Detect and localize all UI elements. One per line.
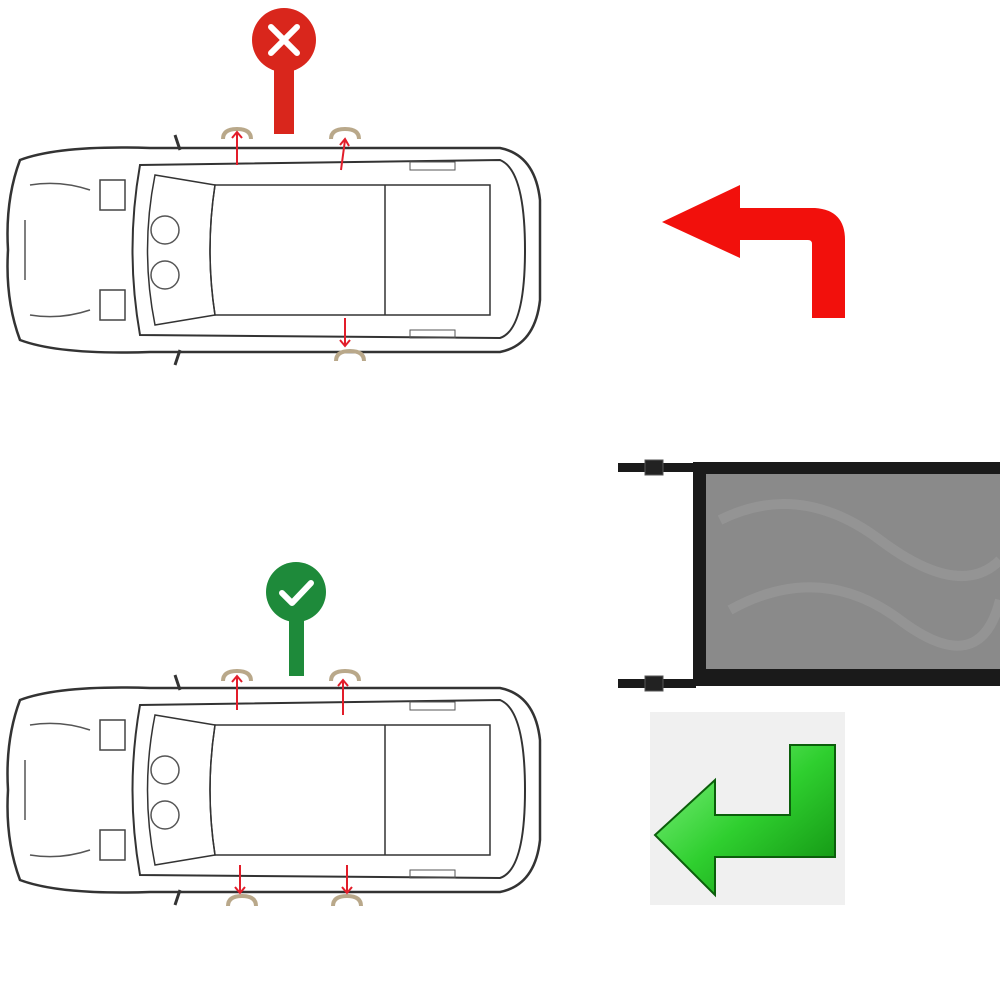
roof-handle (331, 894, 363, 908)
car-top-view (6, 673, 542, 907)
pull-arrows (231, 674, 353, 895)
check-mark-icon (279, 580, 314, 606)
pull-arrows (231, 130, 351, 348)
cargo-net (618, 459, 1000, 692)
red-turn-left-arrow-icon (662, 185, 845, 318)
roof-handle (329, 669, 361, 683)
roof-handle (334, 349, 366, 363)
wrong-marker (252, 8, 316, 134)
x-mark-icon (268, 24, 300, 56)
correct-marker (266, 562, 326, 676)
green-return-arrow-icon (653, 744, 836, 898)
car-top-view (6, 133, 542, 367)
car-diagram-correct (6, 562, 542, 908)
car-diagram-wrong (6, 8, 542, 367)
buckle-icon (644, 675, 664, 692)
buckle-icon (644, 459, 664, 476)
roof-handle (226, 894, 258, 908)
